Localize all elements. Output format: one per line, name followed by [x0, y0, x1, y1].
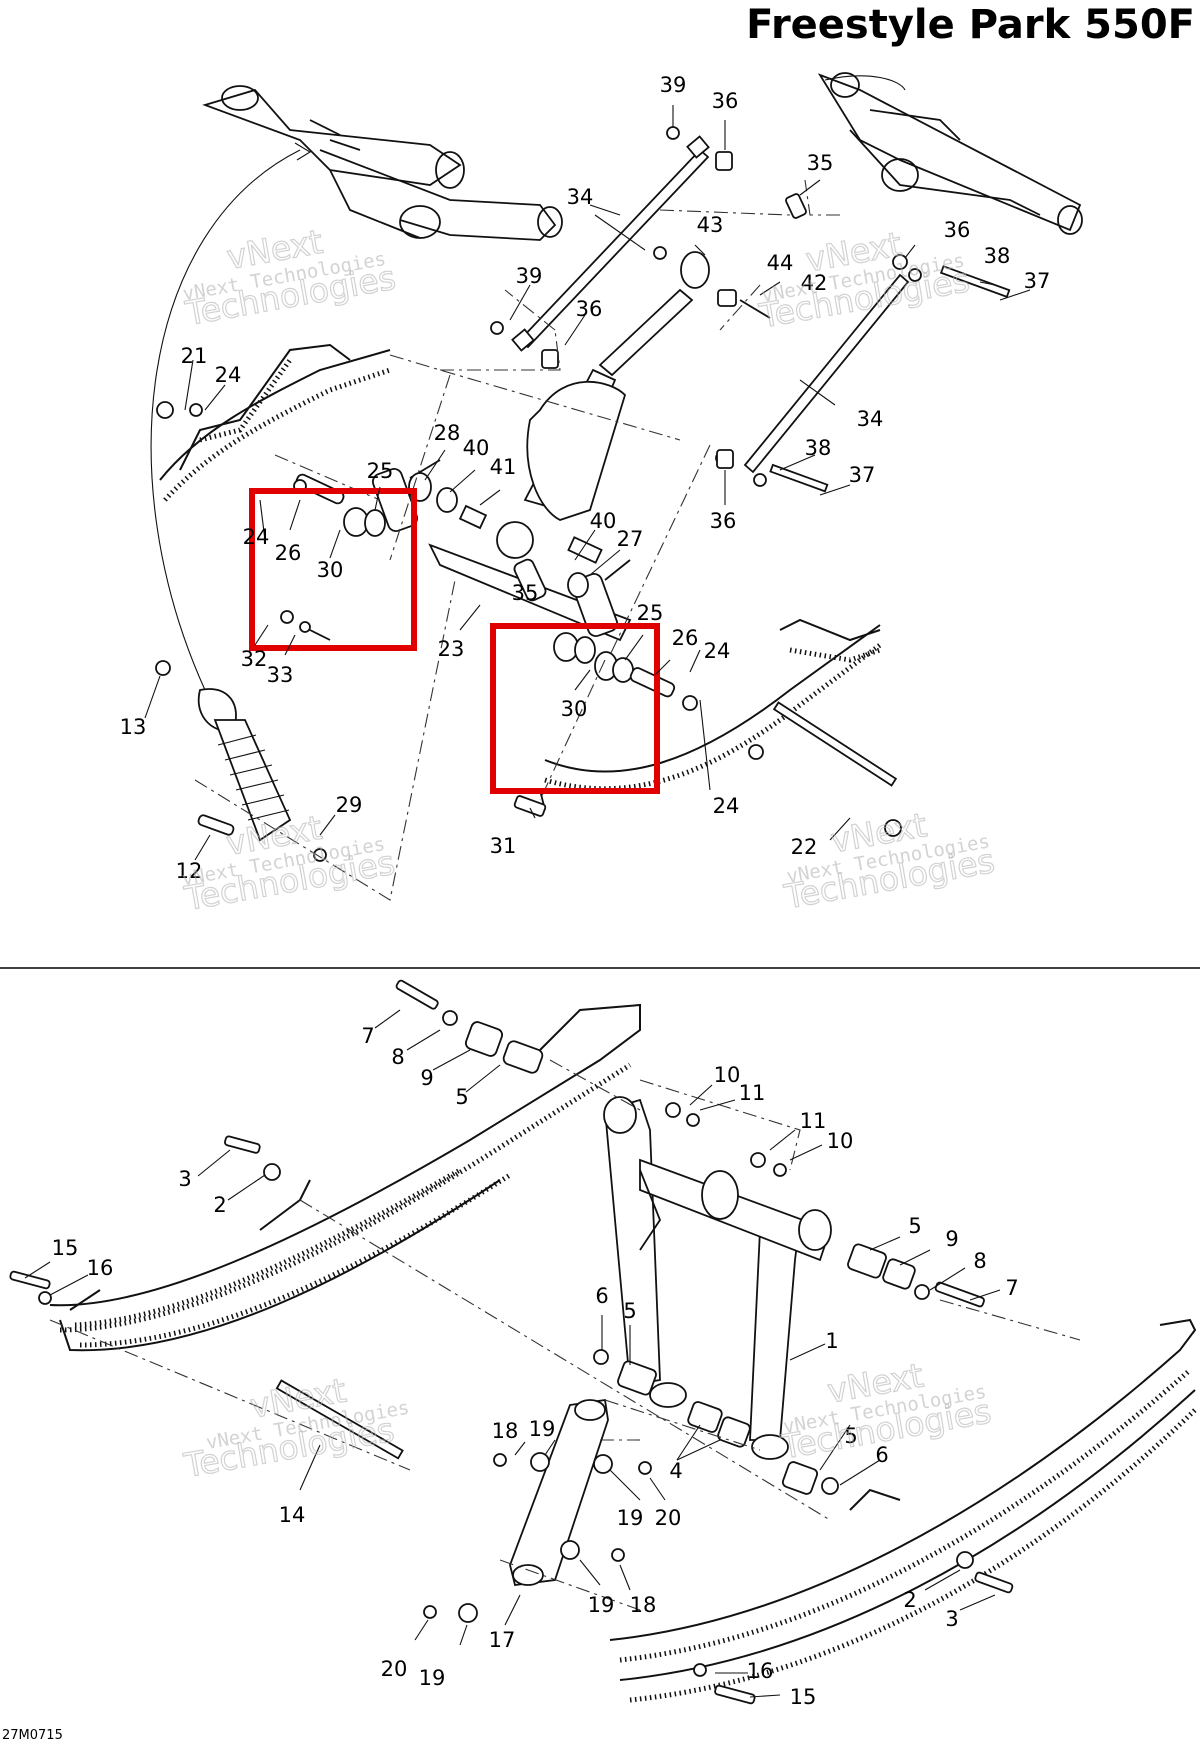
callout-number: 35 [512, 581, 539, 605]
callout-number: 40 [463, 436, 490, 460]
callout-number: 30 [561, 697, 588, 721]
highlight-box-left [249, 488, 417, 651]
callout-number: 24 [704, 639, 731, 663]
callout-number: 16 [747, 1659, 774, 1683]
callout-number: 20 [381, 1657, 408, 1681]
callout-number: 38 [984, 244, 1011, 268]
callout-number: 43 [697, 213, 724, 237]
callout-number: 28 [434, 421, 461, 445]
callout-number: 24 [713, 794, 740, 818]
callout-number: 19 [617, 1506, 644, 1530]
callout-number: 21 [181, 344, 208, 368]
callout-number: 38 [805, 436, 832, 460]
callout-number: 11 [800, 1109, 827, 1133]
callout-number: 35 [807, 151, 834, 175]
callout-number: 37 [849, 463, 876, 487]
callout-number: 17 [489, 1628, 516, 1652]
callout-number: 4 [669, 1459, 682, 1483]
callout-number: 25 [367, 459, 394, 483]
diagram-code: 27M0715 [2, 1728, 63, 1743]
callout-number: 24 [243, 525, 270, 549]
callout-number: 10 [714, 1063, 741, 1087]
callout-number: 41 [490, 455, 517, 479]
callout-number: 6 [875, 1443, 888, 1467]
callout-number: 16 [87, 1256, 114, 1280]
callout-number: 34 [857, 407, 884, 431]
callout-number: 2 [213, 1193, 226, 1217]
callout-number: 3 [178, 1167, 191, 1191]
callout-number: 39 [660, 73, 687, 97]
callout-number: 19 [588, 1593, 615, 1617]
callout-number: 3 [945, 1607, 958, 1631]
callout-number: 1 [825, 1329, 838, 1353]
callout-number: 19 [419, 1666, 446, 1690]
callout-number: 23 [438, 637, 465, 661]
callout-number: 5 [844, 1424, 857, 1448]
top-assembly-drawing: 39 36 35 34 43 44 42 36 38 37 39 36 21 2… [120, 72, 1083, 901]
callout-number: 6 [595, 1284, 608, 1308]
callout-number: 13 [120, 715, 147, 739]
callout-number: 36 [944, 218, 971, 242]
callout-number: 27 [617, 527, 644, 551]
callout-number: 10 [827, 1129, 854, 1153]
callout-number: 11 [739, 1081, 766, 1105]
bottom-assembly-drawing: 7 8 9 5 10 11 11 10 3 2 15 16 5 9 8 7 6 … [9, 979, 1197, 1709]
callout-number: 36 [712, 89, 739, 113]
callout-number: 18 [630, 1593, 657, 1617]
callout-number: 32 [241, 647, 268, 671]
callout-number: 39 [516, 264, 543, 288]
highlight-box-right [490, 623, 660, 794]
callout-number: 5 [908, 1214, 921, 1238]
callout-number: 2 [903, 1588, 916, 1612]
callout-number: 20 [655, 1506, 682, 1530]
callout-number: 22 [791, 835, 818, 859]
callout-number: 19 [529, 1417, 556, 1441]
callout-number: 15 [790, 1685, 817, 1709]
callout-number: 33 [267, 663, 294, 687]
callout-number: 12 [176, 859, 203, 883]
callout-number: 44 [767, 251, 794, 275]
callout-number: 30 [317, 558, 344, 582]
callout-number: 29 [336, 793, 363, 817]
callout-number: 36 [576, 297, 603, 321]
callout-number: 7 [1005, 1276, 1018, 1300]
callout-number: 40 [590, 509, 617, 533]
callout-number: 26 [672, 626, 699, 650]
callout-number: 34 [567, 185, 594, 209]
callout-number: 24 [215, 363, 242, 387]
callout-number: 9 [945, 1227, 958, 1251]
diagram-title: Freestyle Park 550F [746, 2, 1195, 48]
callout-number: 5 [455, 1085, 468, 1109]
callout-number: 31 [490, 834, 517, 858]
callout-number: 25 [637, 601, 664, 625]
callout-number: 37 [1024, 269, 1051, 293]
callout-number: 9 [420, 1066, 433, 1090]
callout-number: 36 [710, 509, 737, 533]
callout-number: 8 [391, 1045, 404, 1069]
callout-number: 26 [275, 541, 302, 565]
callout-number: 8 [973, 1249, 986, 1273]
callout-number: 18 [492, 1419, 519, 1443]
callout-number: 15 [52, 1236, 79, 1260]
callout-number: 14 [279, 1503, 306, 1527]
callout-number: 5 [623, 1299, 636, 1323]
callout-number: 42 [801, 271, 828, 295]
callout-number: 7 [361, 1024, 374, 1048]
